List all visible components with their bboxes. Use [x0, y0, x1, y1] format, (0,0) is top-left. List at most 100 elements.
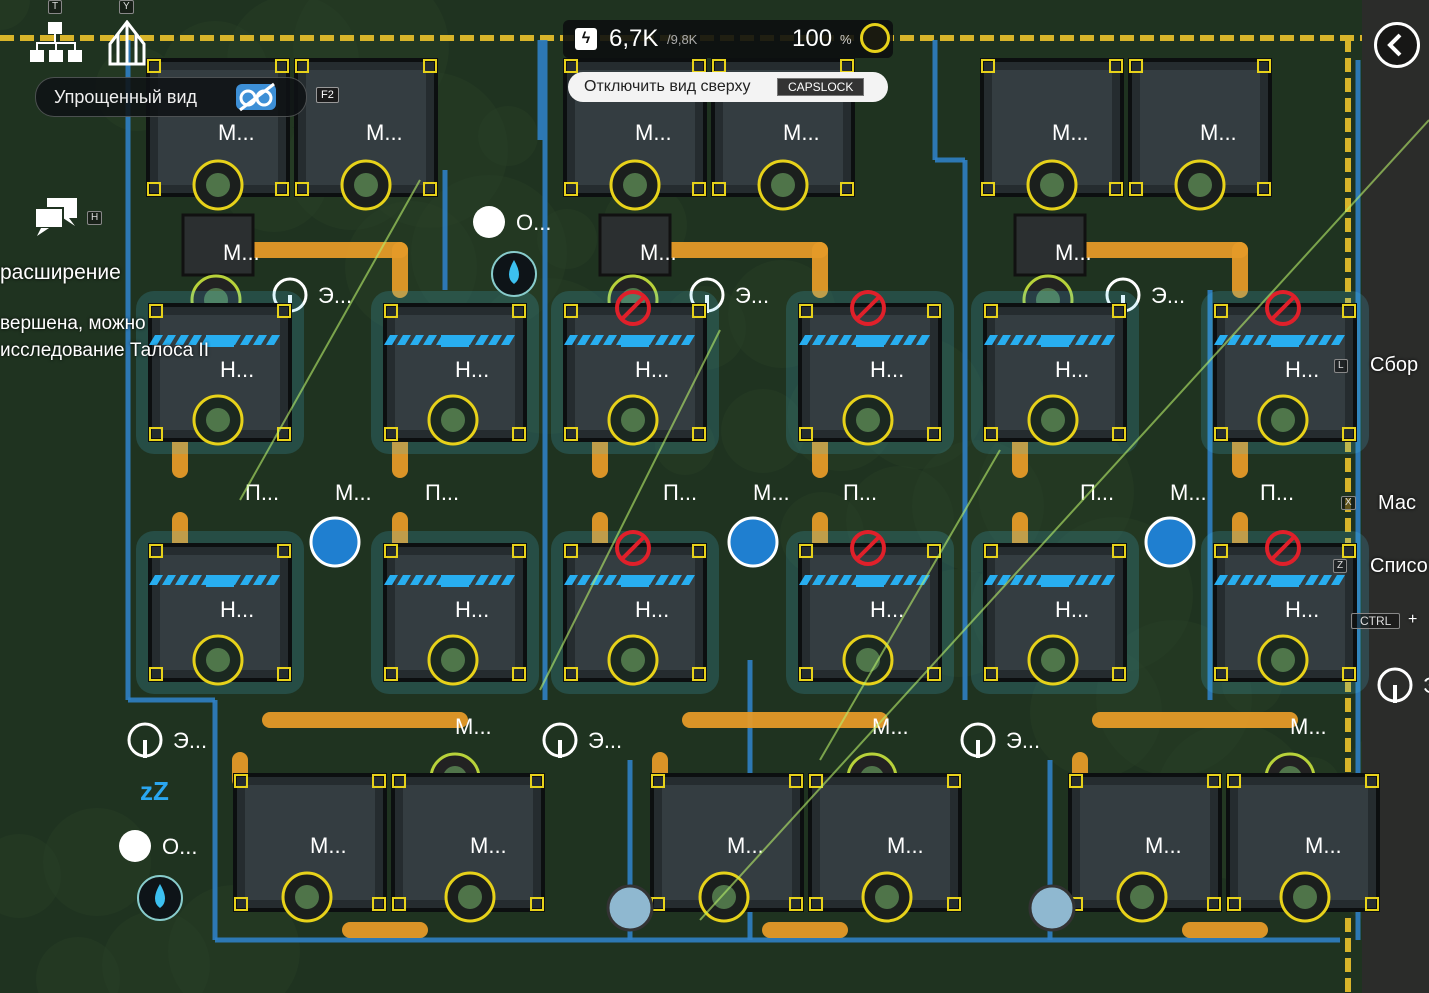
seedbox-frame [598, 213, 672, 277]
hazard-stripe [1240, 335, 1254, 345]
harvester-building[interactable]: Н... [798, 290, 942, 446]
greenhouse-building[interactable]: М... [1226, 773, 1380, 923]
harvester-building[interactable]: Н... [1213, 290, 1357, 446]
corner-marker [149, 304, 163, 318]
chat-icon[interactable] [33, 196, 79, 238]
crystal-icon[interactable] [102, 20, 152, 66]
harvester-building[interactable]: Н... [563, 290, 707, 446]
harvester-building[interactable]: Н... [383, 543, 527, 686]
relay-building[interactable]: Э... [542, 722, 622, 758]
hazard-stripe [1214, 335, 1228, 345]
water-tank[interactable] [606, 884, 654, 932]
harvester-building[interactable]: Н... [1213, 530, 1357, 686]
glasses-icon [236, 82, 276, 112]
harvester-building[interactable]: Н... [383, 303, 527, 446]
right-menu-item-2[interactable]: Мас [1378, 492, 1417, 514]
hazard-stripe [655, 575, 669, 585]
corner-marker [275, 182, 289, 196]
corner-marker [384, 304, 398, 318]
corner-marker [372, 774, 386, 788]
right-menu-item-1[interactable]: Сбор [1370, 354, 1419, 376]
harvester-building[interactable]: Н... [983, 543, 1127, 686]
harvester-building[interactable]: Н... [798, 530, 942, 686]
corner-marker [423, 182, 437, 196]
hazard-stripe [384, 575, 398, 585]
hazard-stripe [1023, 575, 1037, 585]
relay-building[interactable]: Э... [272, 277, 352, 313]
silo-building[interactable]: М... [1068, 773, 1222, 923]
simplified-view-toggle[interactable]: Упрощенный вид F2 [35, 77, 339, 117]
harvester-building[interactable]: Н... [563, 530, 707, 686]
planter-group[interactable]: П...М...П... [245, 480, 459, 568]
hierarchy-icon[interactable] [30, 20, 82, 66]
hazard-stripe [488, 575, 502, 585]
hazard-stripe [175, 335, 189, 345]
corner-marker [384, 544, 398, 558]
hazard-stripe [903, 575, 917, 585]
corner-marker [512, 667, 526, 681]
harvester-building[interactable]: Н... [148, 543, 292, 686]
corner-marker [692, 182, 706, 196]
disable-top-view-button[interactable]: Отключить вид сверху CAPSLOCK [568, 72, 888, 102]
planter-group[interactable]: П...М...П... [1080, 480, 1294, 568]
building-label: М... [366, 120, 403, 145]
hotkey-ctrl: CTRL [1351, 613, 1401, 629]
building-label: О... [162, 834, 197, 859]
outpost-building[interactable]: О... [119, 830, 197, 921]
resource-fill [623, 173, 647, 197]
building-label: М... [1145, 833, 1182, 858]
planter-group[interactable]: П...М...П... [663, 480, 877, 568]
no-symbol-icon [615, 290, 651, 326]
greenhouse-building[interactable]: М... [980, 58, 1124, 211]
relay-building[interactable]: Э... [1377, 667, 1429, 703]
hazard-stripe [1023, 335, 1037, 345]
harvester-building[interactable]: Н... [983, 303, 1127, 446]
badge-icon[interactable] [860, 23, 890, 53]
seedbox-frame [1013, 213, 1087, 277]
corner-marker [564, 182, 578, 196]
corner-marker [799, 667, 813, 681]
corner-marker [392, 774, 406, 788]
laser-beam [239, 179, 421, 501]
stripe-center [1041, 335, 1069, 347]
hotkey-y: Y [119, 0, 134, 14]
silo-building[interactable]: М... [1128, 58, 1272, 211]
corner-marker [1069, 774, 1083, 788]
hazard-stripe [1088, 575, 1102, 585]
right-menu-item-3[interactable]: Списо [1370, 555, 1428, 577]
silo-building[interactable]: М... [233, 773, 387, 923]
silo-building[interactable]: М... [294, 58, 438, 211]
water-tank[interactable] [1028, 884, 1076, 932]
greenhouse-building[interactable]: М... [808, 773, 962, 923]
ground-patch [36, 937, 120, 993]
no-symbol-slash [856, 296, 880, 320]
relay-building[interactable]: Э... [689, 277, 769, 313]
relay-building[interactable]: Э... [127, 722, 207, 758]
building-label: П... [245, 480, 279, 505]
corner-marker [149, 667, 163, 681]
corner-marker [981, 59, 995, 73]
corner-marker [1342, 427, 1356, 441]
back-button[interactable] [1374, 22, 1420, 68]
harvester-building[interactable]: Н... [148, 303, 292, 446]
expansion-label[interactable]: расширение [0, 261, 121, 284]
corner-marker [981, 182, 995, 196]
relay-building[interactable]: Э... [960, 722, 1040, 758]
silo-building[interactable]: М... [650, 773, 804, 923]
outpost-building[interactable]: О... [473, 206, 551, 297]
corner-marker [1109, 59, 1123, 73]
corner-marker [1207, 897, 1221, 911]
corner-marker [809, 774, 823, 788]
seedbox-building[interactable]: М... [181, 213, 260, 326]
building-label: М... [218, 120, 255, 145]
corner-marker [277, 667, 291, 681]
hazard-stripe [410, 575, 424, 585]
greenhouse-building[interactable]: М... [391, 773, 545, 923]
corner-marker [789, 897, 803, 911]
corner-marker [799, 304, 813, 318]
corner-marker [275, 59, 289, 73]
hazard-stripe [668, 575, 682, 585]
corner-marker [423, 59, 437, 73]
